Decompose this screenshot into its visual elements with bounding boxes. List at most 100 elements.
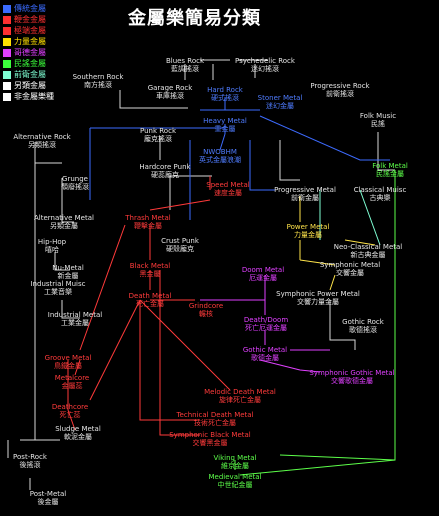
node-sublabel: 歌德金屬	[250, 354, 279, 362]
node-label: Blues Rock	[165, 57, 205, 65]
node-sublabel: 英式金屬浪潮	[199, 156, 241, 164]
legend-item: 前衛金屬	[3, 69, 54, 80]
node-sublabel: 交響歌德金屬	[330, 377, 373, 385]
legend-swatch	[3, 59, 11, 68]
legend-item: 傳統金屬	[3, 3, 54, 14]
node-sublabel: 車庫搖滾	[156, 92, 184, 100]
node-label: Symphonic Black Metal	[169, 431, 251, 439]
node-label: Progressive Metal	[274, 186, 336, 194]
node-label: Gothic Metal	[242, 346, 288, 354]
node-label: NWOBHM	[203, 148, 237, 156]
node-sublabel: 古典樂	[369, 194, 391, 202]
node-label: Grunge	[62, 175, 88, 183]
wire	[89, 299, 231, 421]
legend-item: 力量金屬	[3, 36, 54, 47]
legend-swatch	[3, 92, 11, 101]
node-label: Neo-Classical Metal	[333, 243, 403, 251]
node-sublabel: 技術死亡金屬	[194, 419, 236, 427]
node-sublabel: 軟泥金屬	[63, 433, 92, 441]
node-label: Metalcore	[54, 374, 90, 382]
node-label: Doom Metal	[241, 266, 285, 274]
wire	[279, 140, 300, 181]
node-sublabel: 輾核	[198, 310, 213, 318]
node-label: Symphonic Metal	[319, 261, 381, 269]
wire	[34, 142, 62, 440]
node-label: Technical Death Metal	[176, 411, 254, 419]
node-sublabel: 藍調搖滾	[170, 65, 199, 73]
legend-label: 傳統金屬	[14, 3, 46, 13]
node-label: Folk Metal	[372, 162, 408, 170]
wire	[189, 140, 275, 220]
node-label: Garage Rock	[147, 84, 193, 92]
node-sublabel: 厄運金屬	[248, 274, 277, 282]
legend-item: 哥德金屬	[3, 47, 54, 58]
wire	[61, 300, 80, 319]
node-sublabel: 歌德搖滾	[349, 326, 377, 334]
wire	[159, 136, 212, 210]
node-label: Classical Muisc	[353, 186, 407, 194]
node-sublabel: 頹廢搖滾	[61, 183, 89, 191]
node-sublabel: 另類搖滾	[28, 141, 56, 149]
node-label: Thrash Metal	[125, 214, 171, 222]
node-label: Deathcore	[51, 403, 89, 411]
node-label: Medieval Metal	[208, 473, 262, 481]
node-sublabel: 新金屬	[57, 272, 79, 280]
legend-swatch	[3, 48, 11, 57]
node-sublabel: 鳥鐵金屬	[54, 362, 82, 370]
node-sublabel: 硬殼龐克	[166, 245, 194, 253]
wire	[89, 127, 225, 200]
node-sublabel: 前衛搖滾	[325, 90, 354, 98]
node-sublabel: 交響力量金屬	[297, 298, 339, 306]
node-label: Black Metal	[129, 262, 171, 270]
node-label: Psychedelic Rock	[235, 57, 295, 65]
node-sublabel: 交響黑金屬	[192, 439, 228, 447]
legend-label: 極端金屬	[14, 25, 46, 35]
node-label: Death Metal	[128, 292, 172, 300]
wire	[299, 196, 336, 266]
legend-item: 非金屬樂種	[3, 91, 54, 102]
node-label: Speed Metal	[206, 181, 250, 189]
legend-swatch	[3, 26, 11, 35]
node-sublabel: 力量金屬	[294, 231, 322, 239]
node-label: Progressive Rock	[310, 82, 370, 90]
legend-swatch	[3, 37, 11, 46]
legend-swatch	[3, 70, 11, 79]
node-label: Viking Metal	[213, 454, 257, 462]
node-label: Symphonic Gothic Metal	[309, 369, 395, 377]
node-label: Symphonic Power Metal	[276, 290, 360, 298]
node-label: Hip-Hop	[37, 238, 67, 246]
node-sublabel: 鞭擊金屬	[133, 222, 162, 230]
node-label: Death/Doom	[243, 316, 289, 324]
wire	[67, 360, 76, 431]
legend-label: 哥德金屬	[14, 47, 46, 57]
node-sublabel: 民謠金屬	[375, 170, 404, 178]
wire	[149, 270, 195, 301]
node-sublabel: 南方搖滾	[84, 81, 112, 89]
node-sublabel: 後搖滾	[19, 461, 41, 469]
legend-item: 民謠金屬	[3, 58, 54, 69]
legend-item: 極端金屬	[3, 25, 54, 36]
node-sublabel: 另類金屬	[50, 222, 78, 230]
